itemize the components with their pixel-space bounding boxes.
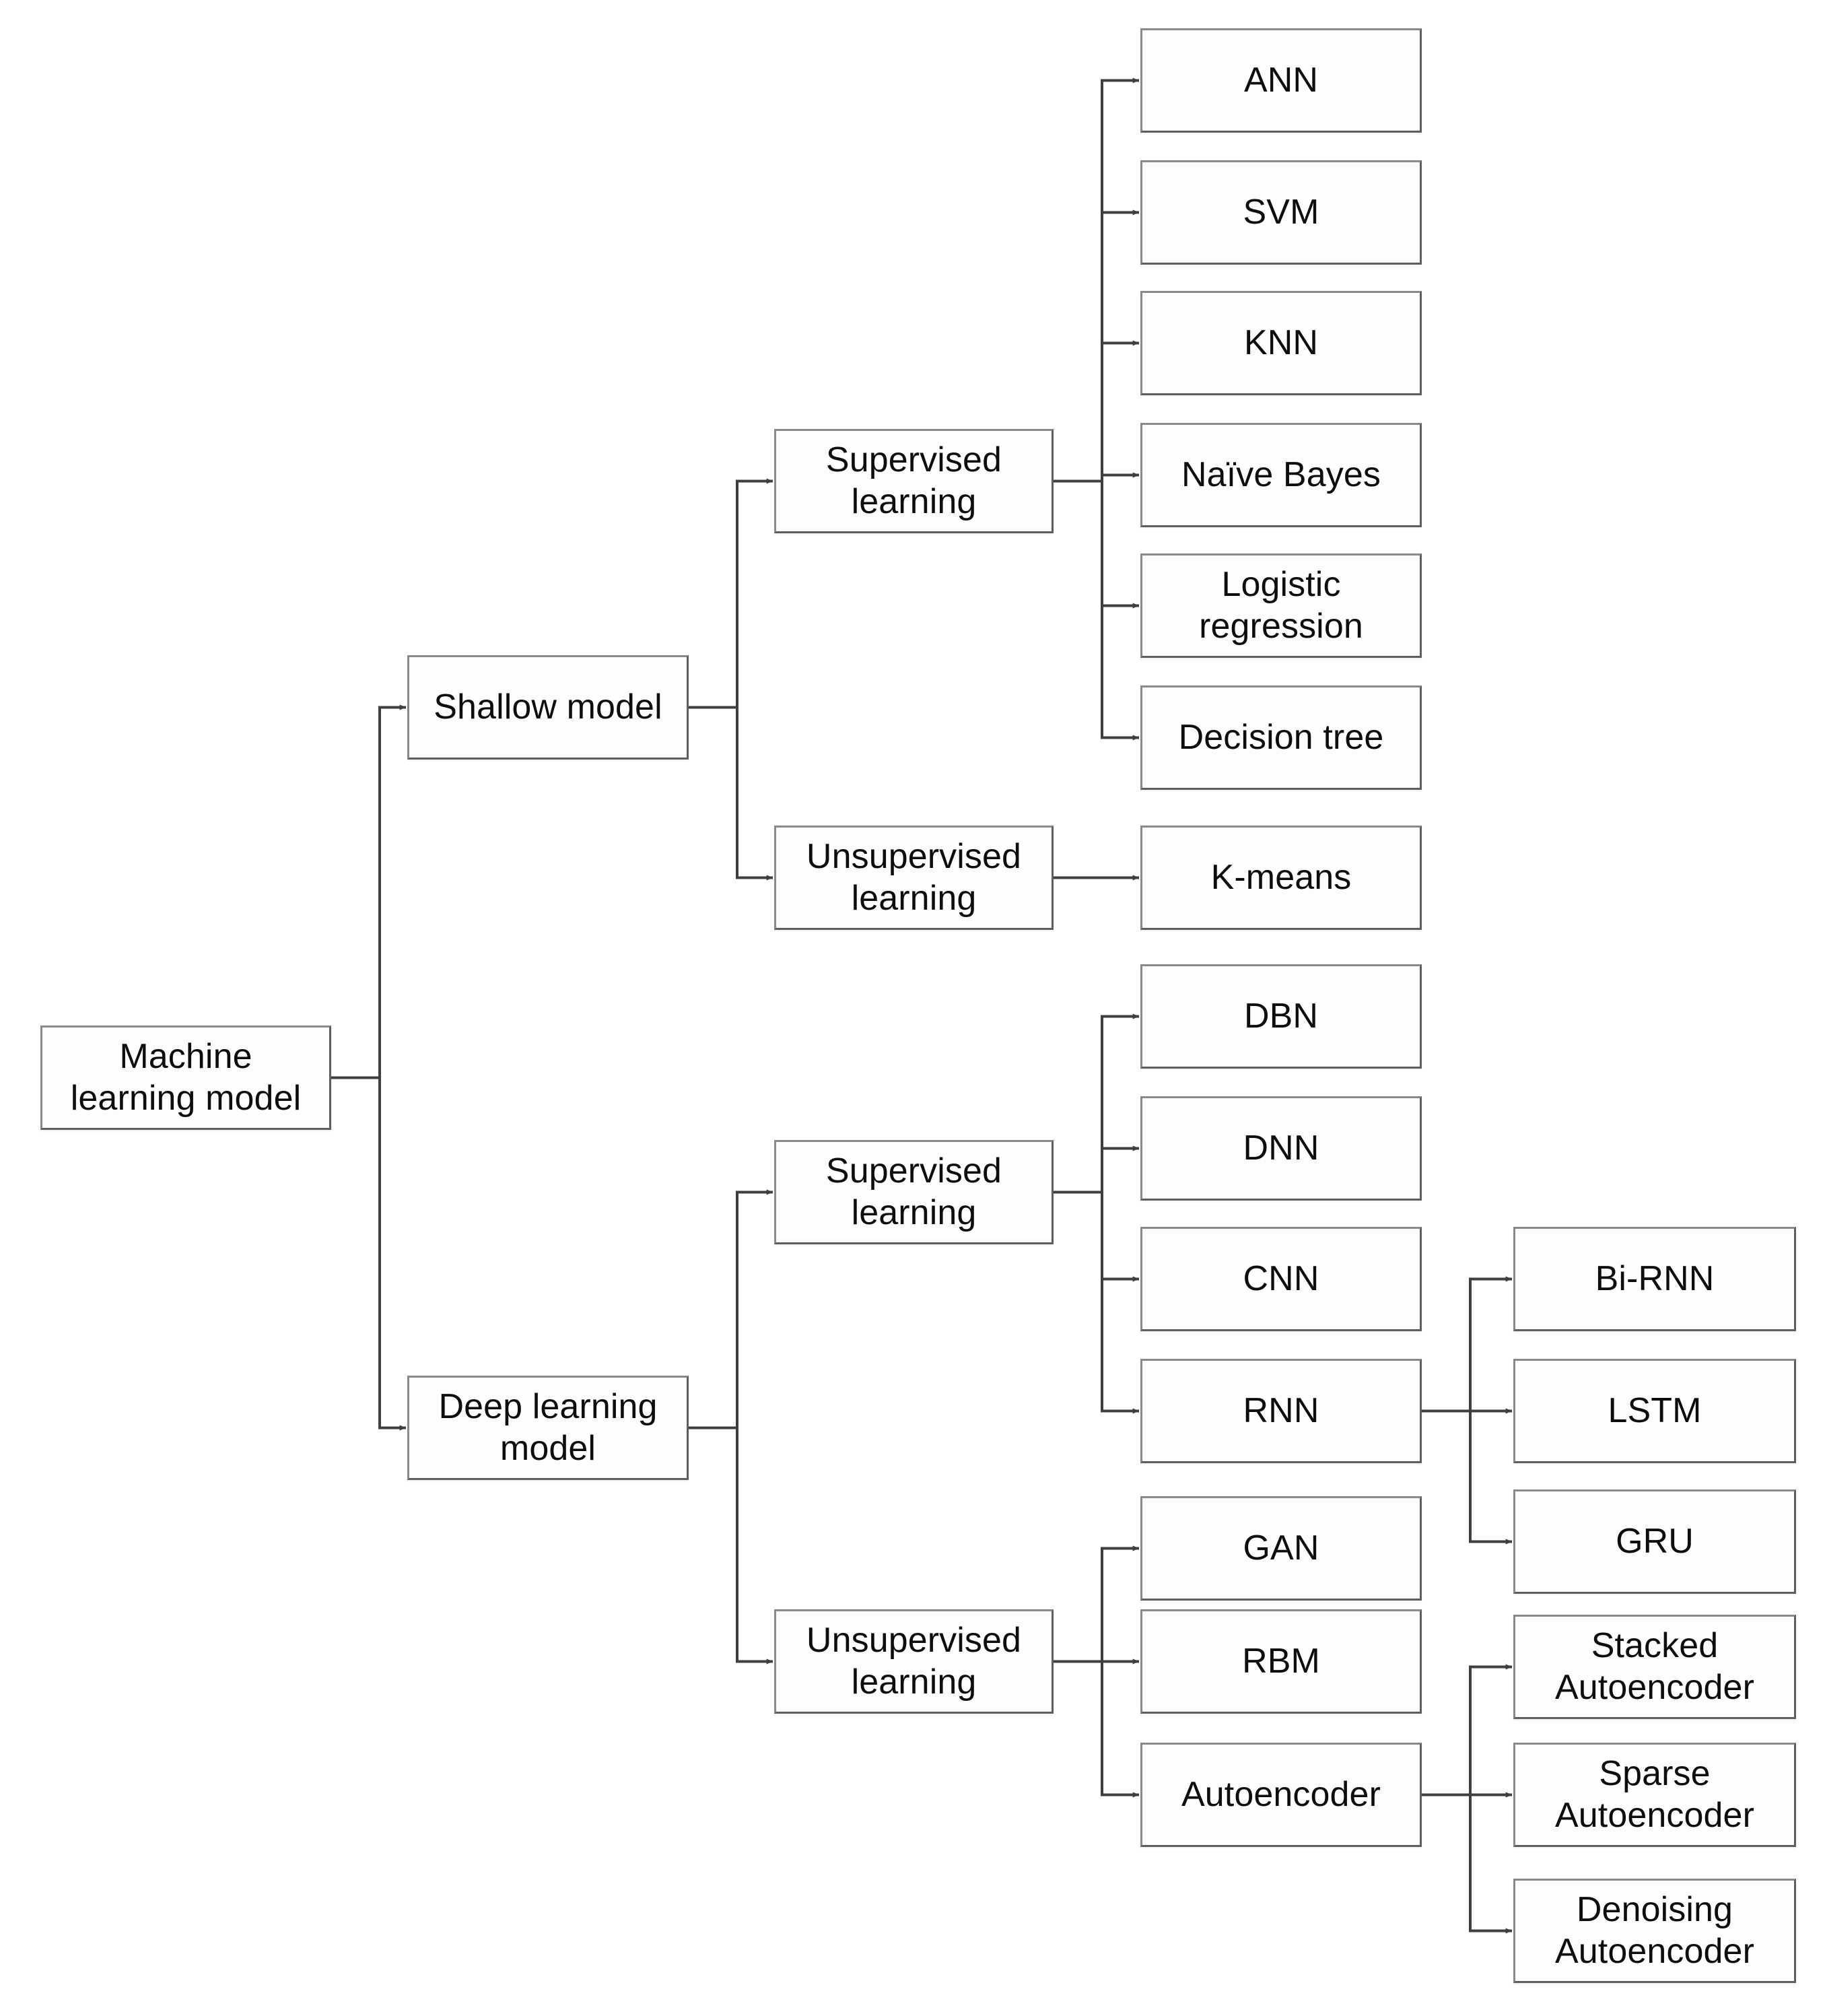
node-dnn[interactable]: DNN — [1140, 1096, 1422, 1201]
node-label-nb: Naïve Bayes — [1181, 455, 1381, 494]
node-label-birnn: Bi-RNN — [1595, 1258, 1715, 1298]
edge-sup2-to-rnn — [1054, 1190, 1140, 1414]
node-label-cnn: CNN — [1243, 1258, 1319, 1298]
node-gan[interactable]: GAN — [1140, 1496, 1422, 1601]
node-label-gan: GAN — [1243, 1528, 1319, 1568]
node-label-unsup2: Unsupervised learning — [806, 1621, 1022, 1702]
edge-sup1-to-logreg — [1054, 479, 1140, 609]
node-svm[interactable]: SVM — [1140, 160, 1422, 265]
edge-sup1-to-ann — [1054, 77, 1140, 483]
node-unsup2[interactable]: Unsupervised learning — [774, 1609, 1054, 1714]
node-label-stacked_ae: Stacked Autoencoder — [1555, 1626, 1754, 1707]
node-logreg[interactable]: Logistic regression — [1140, 553, 1422, 658]
edge-deep-to-sup2 — [689, 1189, 773, 1430]
node-label-lstm: LSTM — [1608, 1390, 1702, 1430]
node-kmeans[interactable]: K-means — [1140, 826, 1422, 930]
node-cnn[interactable]: CNN — [1140, 1227, 1422, 1331]
edge-root-to-shallow — [331, 704, 407, 1079]
node-label-gru: GRU — [1616, 1521, 1694, 1561]
edge-autoencoder-to-stacked_ae — [1422, 1664, 1513, 1796]
node-label-logreg: Logistic regression — [1199, 565, 1363, 646]
node-unsup1[interactable]: Unsupervised learning — [774, 826, 1054, 930]
edge-root-to-deep — [331, 1076, 407, 1431]
node-sup1[interactable]: Supervised learning — [774, 429, 1054, 533]
node-sup2[interactable]: Supervised learning — [774, 1140, 1054, 1244]
node-label-deep: Deep learning model — [438, 1387, 658, 1468]
edge-rnn-to-gru — [1422, 1409, 1513, 1545]
node-stacked_ae[interactable]: Stacked Autoencoder — [1513, 1615, 1796, 1719]
node-ann[interactable]: ANN — [1140, 28, 1422, 133]
node-label-knn: KNN — [1243, 323, 1319, 362]
node-shallow[interactable]: Shallow model — [407, 655, 689, 760]
node-birnn[interactable]: Bi-RNN — [1513, 1227, 1796, 1331]
node-label-kmeans: K-means — [1210, 857, 1352, 897]
node-label-dnn: DNN — [1243, 1128, 1319, 1168]
node-nb[interactable]: Naïve Bayes — [1140, 423, 1422, 527]
edge-deep-to-unsup2 — [689, 1426, 773, 1665]
node-autoencoder[interactable]: Autoencoder — [1140, 1743, 1422, 1847]
edge-sup2-to-dbn — [1054, 1013, 1140, 1194]
node-lstm[interactable]: LSTM — [1513, 1359, 1796, 1463]
edge-unsup2-to-gan — [1054, 1545, 1140, 1663]
edge-shallow-to-sup1 — [689, 478, 773, 709]
node-label-rnn: RNN — [1243, 1390, 1319, 1430]
node-dtree[interactable]: Decision tree — [1140, 685, 1422, 790]
node-label-sup1: Supervised learning — [825, 440, 1002, 521]
node-knn[interactable]: KNN — [1140, 291, 1422, 395]
edge-sup1-to-dtree — [1054, 479, 1140, 741]
edge-unsup2-to-autoencoder — [1054, 1660, 1140, 1798]
node-dbn[interactable]: DBN — [1140, 964, 1422, 1069]
node-label-denoising_ae: Denoising Autoencoder — [1555, 1890, 1754, 1971]
node-label-sparse_ae: Sparse Autoencoder — [1555, 1754, 1754, 1835]
node-label-autoencoder: Autoencoder — [1181, 1774, 1381, 1814]
node-rbm[interactable]: RBM — [1140, 1609, 1422, 1714]
node-label-dtree: Decision tree — [1178, 717, 1384, 757]
edge-sup2-to-dnn — [1054, 1145, 1140, 1194]
node-label-shallow: Shallow model — [434, 687, 662, 727]
edge-rnn-to-birnn — [1422, 1276, 1513, 1413]
node-denoising_ae[interactable]: Denoising Autoencoder — [1513, 1879, 1796, 1983]
node-deep[interactable]: Deep learning model — [407, 1376, 689, 1480]
node-label-sup2: Supervised learning — [825, 1151, 1002, 1232]
node-label-svm: SVM — [1243, 192, 1319, 232]
node-label-ann: ANN — [1243, 60, 1319, 100]
node-root[interactable]: Machine learning model — [40, 1026, 331, 1130]
edge-sup1-to-knn — [1054, 340, 1140, 483]
edge-autoencoder-to-denoising_ae — [1422, 1793, 1513, 1934]
node-label-rbm: RBM — [1242, 1641, 1320, 1681]
node-label-dbn: DBN — [1243, 996, 1319, 1036]
edge-sup2-to-cnn — [1054, 1190, 1140, 1282]
node-label-root: Machine learning model — [70, 1037, 302, 1118]
edge-sup1-to-svm — [1054, 209, 1140, 483]
edge-group — [331, 77, 1513, 1934]
node-sparse_ae[interactable]: Sparse Autoencoder — [1513, 1743, 1796, 1847]
edge-shallow-to-unsup1 — [689, 706, 773, 881]
node-rnn[interactable]: RNN — [1140, 1359, 1422, 1463]
node-label-unsup1: Unsupervised learning — [806, 837, 1022, 918]
node-gru[interactable]: GRU — [1513, 1489, 1796, 1594]
